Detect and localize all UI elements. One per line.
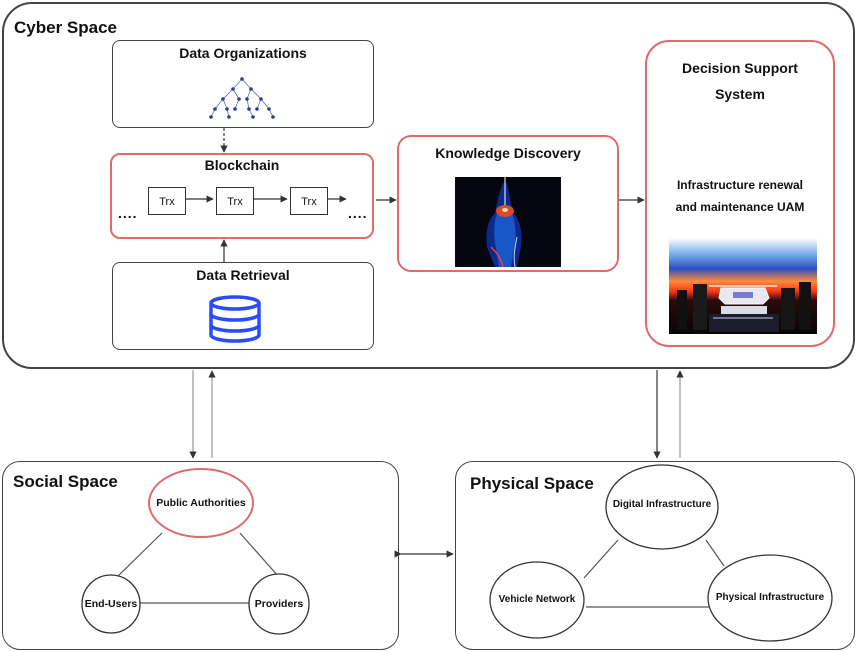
blockchain-box: Blockchain Trx Trx Trx .... ....	[110, 153, 374, 239]
node-vehicle-network-shape	[489, 561, 585, 639]
node-digital-infrastructure-label: Digital Infrastructure	[612, 499, 712, 510]
physical-space-title: Physical Space	[470, 474, 594, 493]
decision-support-subtitle-line1: Infrastructure renewal	[676, 178, 804, 192]
decision-support-title-line2: System	[715, 86, 765, 102]
uam-city-image	[669, 238, 817, 334]
link-authorities-endusers	[117, 532, 163, 577]
trx-block-2: Trx	[216, 187, 254, 215]
decision-support-box: Decision Support System Infrastructure r…	[645, 40, 835, 347]
trx-block-1: Trx	[148, 187, 186, 215]
blockchain-ellipsis-left: ....	[118, 205, 138, 221]
knowledge-image	[455, 177, 561, 267]
data-organizations-title: Data Organizations	[179, 45, 307, 61]
node-end-users-label: End-Users	[84, 598, 138, 610]
knowledge-discovery-title: Knowledge Discovery	[435, 145, 581, 161]
link-authorities-providers	[239, 532, 279, 577]
node-public-authorities-label: Public Authorities	[156, 497, 246, 509]
node-public-authorities-shape	[148, 468, 254, 538]
node-providers-shape	[248, 573, 310, 635]
link-digital-physical	[705, 539, 725, 567]
tree-graph-icon	[209, 77, 275, 119]
social-space-title: Social Space	[13, 472, 118, 491]
node-end-users-shape	[81, 574, 141, 634]
decision-support-title-line1: Decision Support	[682, 60, 798, 76]
database-icon	[209, 295, 261, 343]
node-digital-infrastructure-shape	[605, 464, 719, 550]
node-physical-infrastructure-label: Physical Infrastructure	[715, 592, 825, 603]
node-vehicle-network-label: Vehicle Network	[498, 594, 576, 605]
knowledge-discovery-box: Knowledge Discovery	[397, 135, 619, 272]
data-retrieval-title: Data Retrieval	[196, 267, 290, 283]
blockchain-title: Blockchain	[204, 157, 280, 173]
decision-support-subtitle-line2: and maintenance UAM	[675, 200, 805, 214]
node-providers-label: Providers	[254, 598, 304, 610]
trx-block-3: Trx	[290, 187, 328, 215]
blockchain-ellipsis-right: ....	[348, 205, 368, 221]
data-retrieval-box: Data Retrieval	[112, 262, 374, 350]
data-organizations-box: Data Organizations	[112, 40, 374, 128]
node-physical-infrastructure-shape	[707, 554, 833, 642]
link-digital-vehicle	[583, 539, 619, 579]
cyber-space-title: Cyber Space	[14, 18, 117, 37]
